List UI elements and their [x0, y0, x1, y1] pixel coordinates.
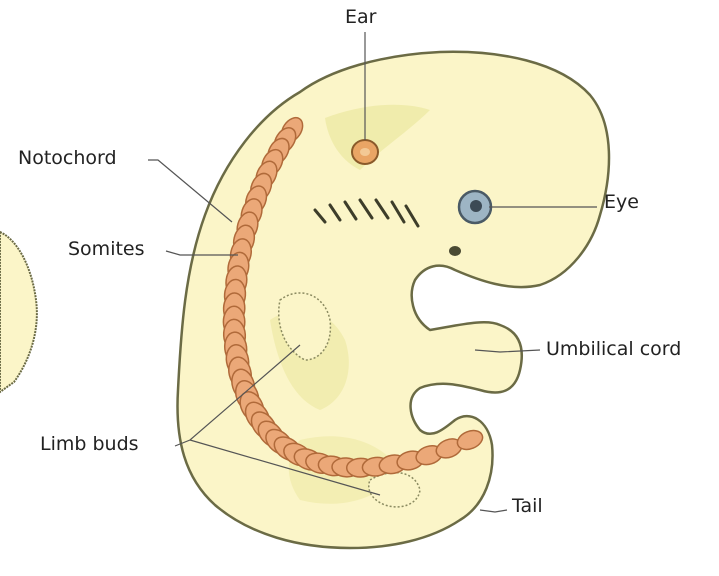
adjacent-figure-edge [0, 232, 37, 392]
tail-label: Tail [512, 495, 543, 517]
somites-label: Somites [68, 238, 145, 260]
tail-leader [480, 510, 507, 512]
eye-pupil [470, 200, 482, 212]
limb-buds-label: Limb buds [40, 433, 139, 455]
ear-label: Ear [345, 6, 376, 28]
eye-label: Eye [604, 191, 639, 213]
notochord-label: Notochord [18, 147, 117, 169]
umbilical-cord-label: Umbilical cord [546, 338, 681, 360]
ear-inner [360, 148, 370, 156]
nasal-pit [449, 246, 461, 256]
